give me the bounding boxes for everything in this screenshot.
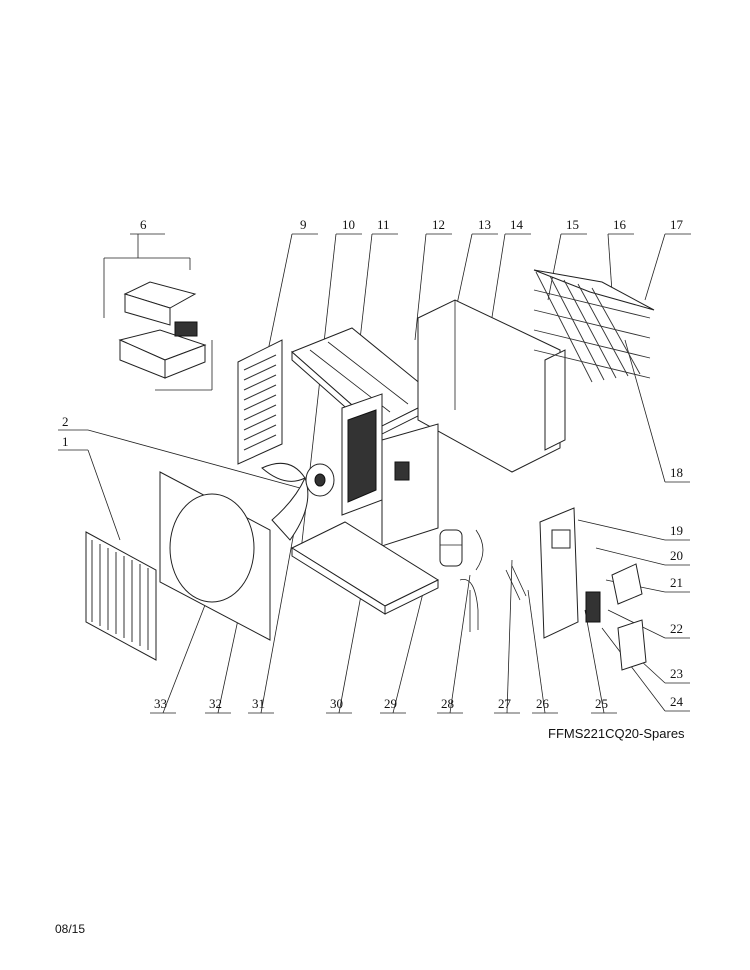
callout-1: 1 (62, 434, 69, 449)
callout-2: 2 (62, 414, 69, 429)
callout-17: 17 (670, 217, 684, 232)
callout-22: 22 (670, 621, 683, 636)
callout-10: 10 (342, 217, 355, 232)
callout-18: 18 (670, 465, 683, 480)
part-middle-partition (381, 423, 439, 547)
part-compressor (439, 529, 484, 571)
callout-33: 33 (154, 696, 167, 711)
part-base-plate (290, 521, 440, 615)
callout-16: 16 (613, 217, 627, 232)
callout-12: 12 (432, 217, 445, 232)
date-code: 08/15 (55, 922, 86, 936)
callout-9: 9 (300, 217, 307, 232)
part-front-grille (85, 531, 157, 661)
callout-labels: 6 9 10 11 12 13 14 15 16 17 2 1 18 19 20… (62, 217, 684, 711)
part-condenser-coil (417, 299, 566, 473)
callout-29: 29 (384, 696, 397, 711)
callout-13: 13 (478, 217, 491, 232)
callout-31: 31 (252, 696, 265, 711)
part-front-panel (159, 471, 271, 641)
callout-20: 20 (670, 548, 683, 563)
callout-24: 24 (670, 694, 684, 709)
callout-14: 14 (510, 217, 524, 232)
part-partition-plate (341, 393, 383, 516)
diagram-caption: FFMS221CQ20-Spares (548, 726, 685, 741)
callout-25: 25 (595, 696, 608, 711)
callout-28: 28 (441, 696, 454, 711)
callout-26: 26 (536, 696, 550, 711)
callout-30: 30 (330, 696, 343, 711)
callout-27: 27 (498, 696, 512, 711)
part-fan-blade-motor (261, 462, 335, 541)
callout-23: 23 (670, 666, 683, 681)
callout-6: 6 (140, 217, 147, 232)
part-pipe-assembly (459, 565, 527, 632)
callout-15: 15 (566, 217, 579, 232)
callout-32: 32 (209, 696, 222, 711)
part-side-panel-left (237, 339, 283, 465)
part-rear-grille (533, 269, 655, 383)
part-electrical-box (118, 281, 207, 379)
callout-19: 19 (670, 523, 683, 538)
part-valve-plate (539, 507, 579, 639)
callout-11: 11 (377, 217, 390, 232)
callout-21: 21 (670, 575, 683, 590)
part-valves (585, 563, 647, 671)
